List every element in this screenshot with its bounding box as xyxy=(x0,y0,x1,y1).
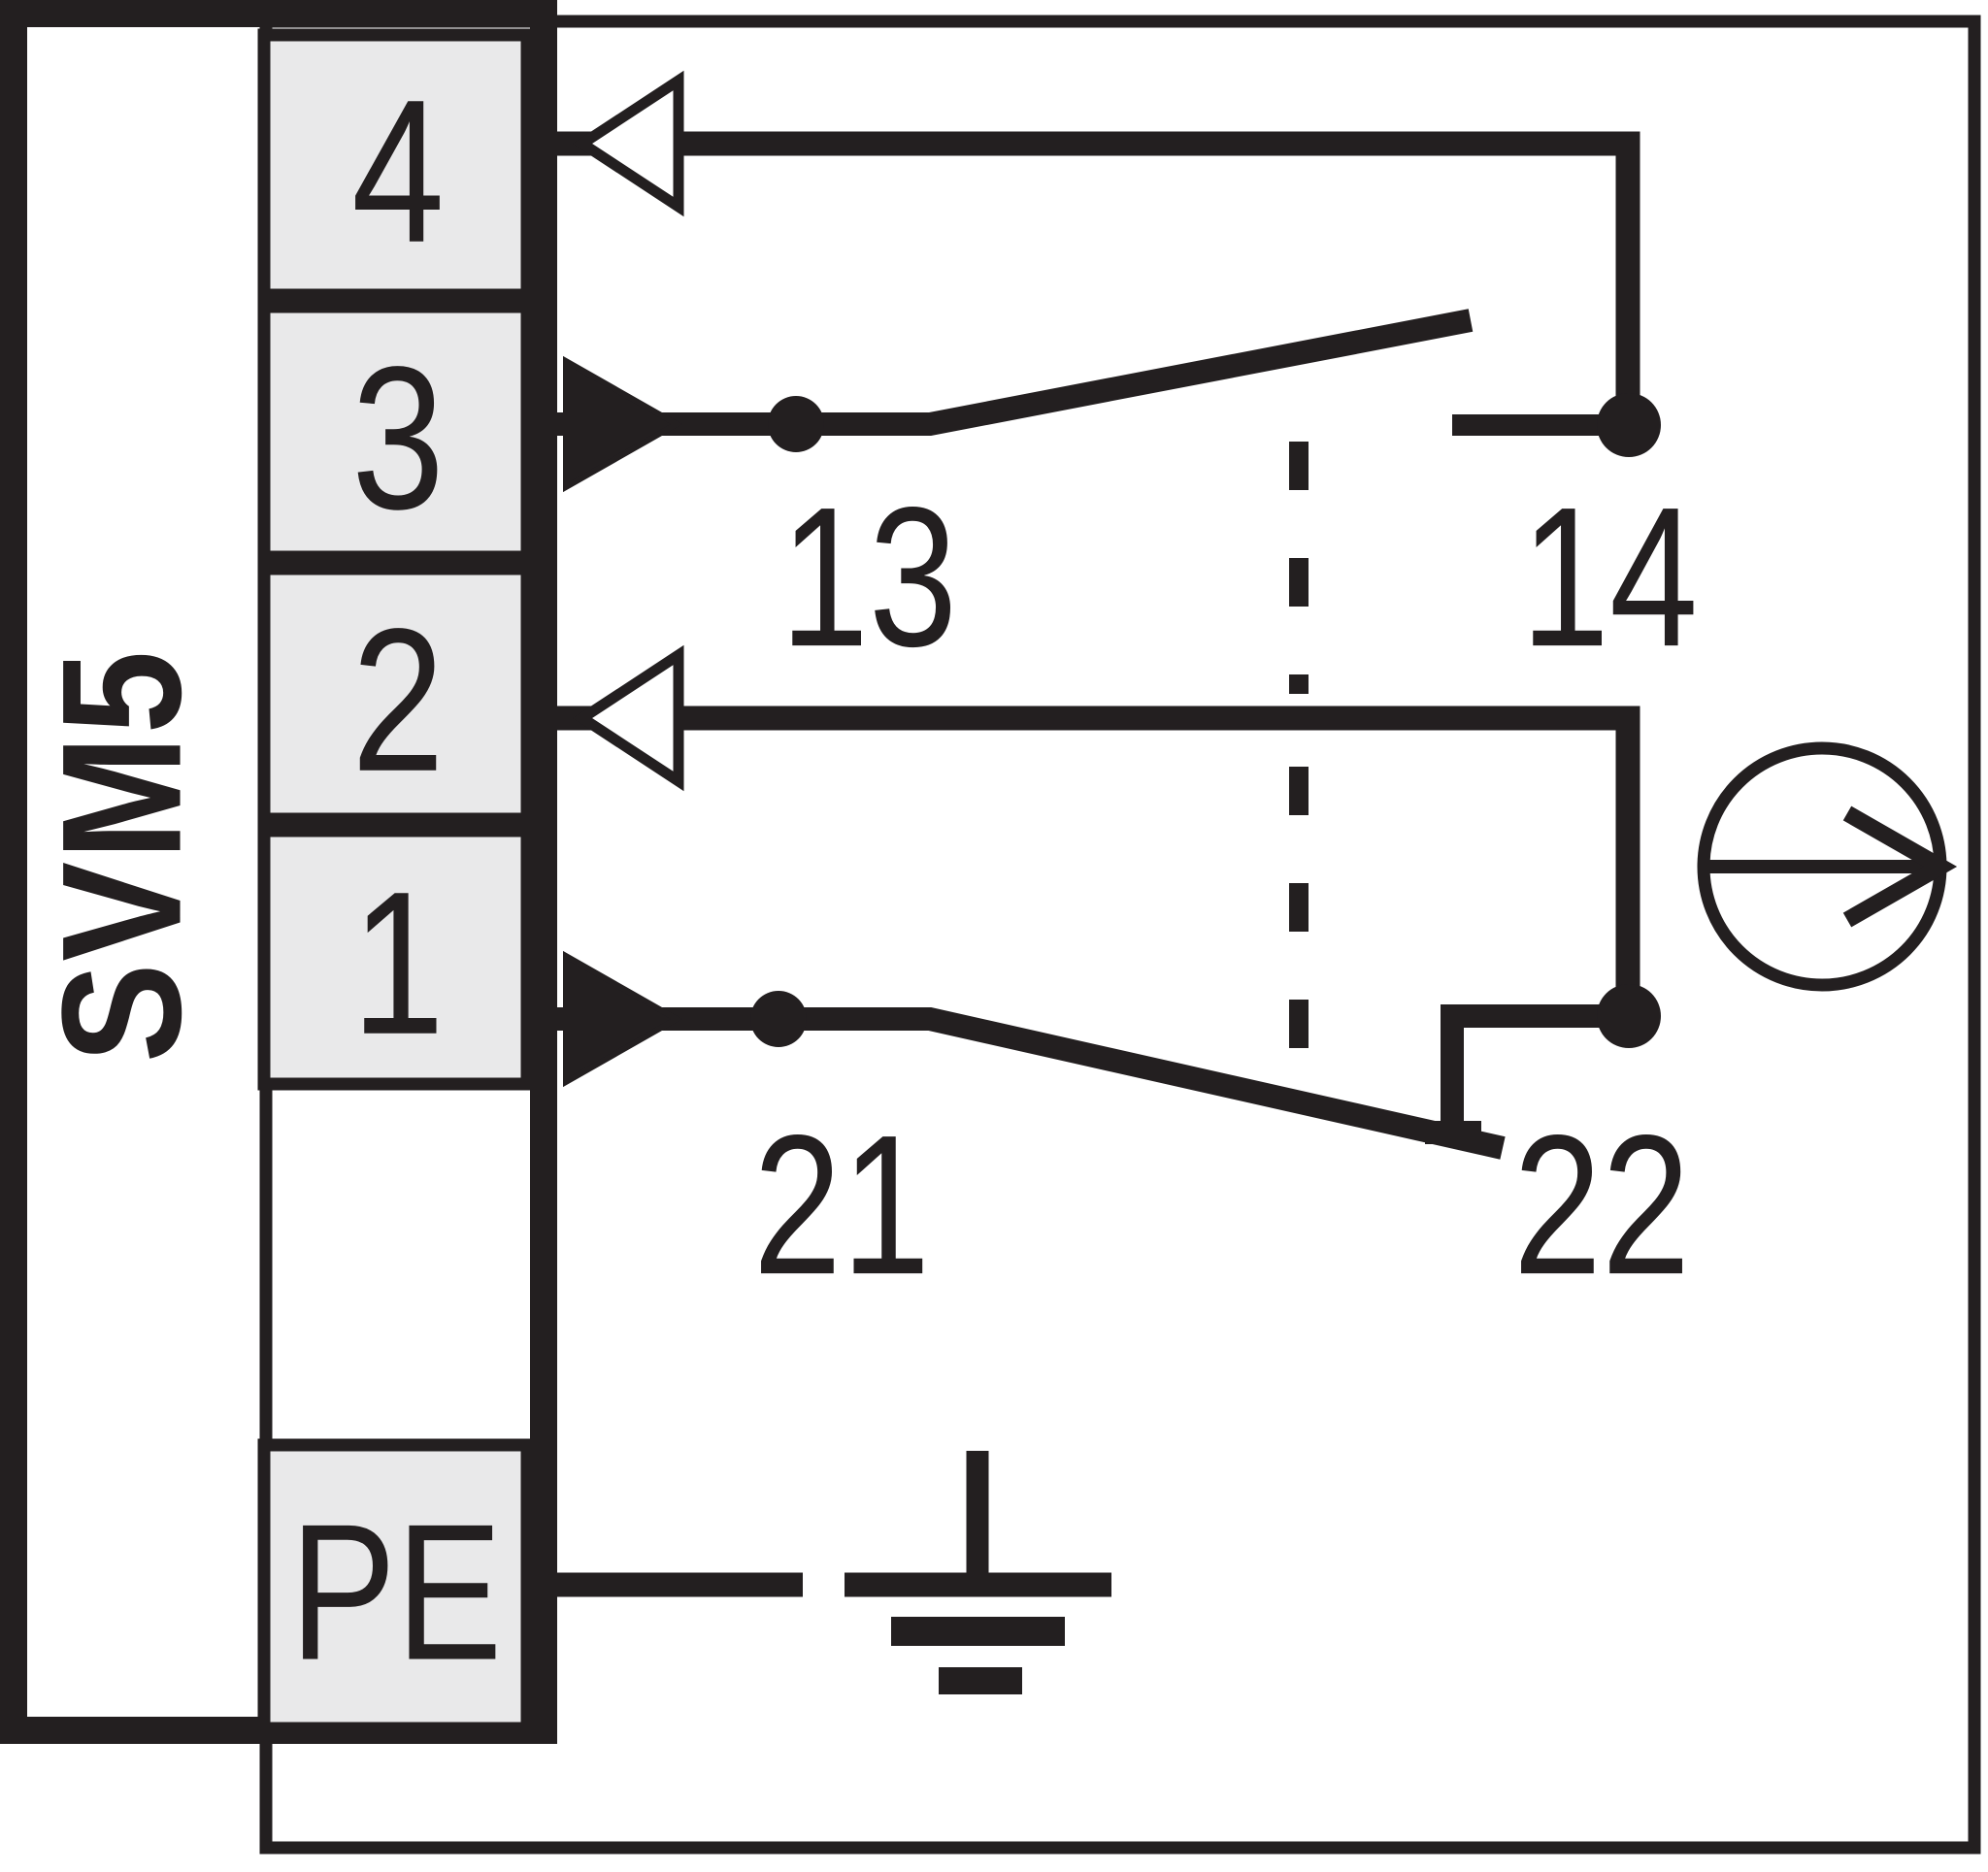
terminal-box-2 xyxy=(257,562,534,826)
filled-triangle-input-arrow-terminal-3 xyxy=(563,355,683,493)
device-label: SVM5 xyxy=(26,649,215,1063)
wire-terminal-3-moving-contact-13 xyxy=(557,309,1474,436)
wire-terminal-1-moving-contact-21 xyxy=(557,1007,1506,1160)
wire-terminal-4 xyxy=(557,131,1640,408)
terminal-label-4: 4 xyxy=(351,56,445,284)
open-triangle-output-arrow-terminal-2 xyxy=(572,644,684,792)
terminal-strip: 4 3 2 1 PE xyxy=(257,28,534,1735)
terminal-box-3 xyxy=(257,300,534,564)
contact-label-14: 14 xyxy=(1521,467,1698,689)
contact-label-13: 13 xyxy=(780,467,957,689)
terminal-label-1: 1 xyxy=(351,848,445,1076)
junction-dot-22 xyxy=(1597,984,1661,1048)
terminal-box-4 xyxy=(257,28,534,302)
terminal-box-1 xyxy=(257,824,534,1091)
actuator-arrow-head xyxy=(1842,805,1958,928)
junction-dot-13 xyxy=(768,396,824,452)
actuation-direction-icon xyxy=(1697,741,1958,992)
terminal-label-pe: PE xyxy=(290,1483,503,1700)
filled-triangle-input-arrow-terminal-1 xyxy=(563,950,683,1088)
junction-dot-14 xyxy=(1597,393,1661,457)
contact-label-22: 22 xyxy=(1513,1095,1690,1317)
fixed-contact-22-seat xyxy=(1441,1004,1629,1128)
contact-label-21: 21 xyxy=(753,1095,930,1317)
earth-ground-icon xyxy=(845,1451,1111,1694)
open-triangle-output-arrow-terminal-4 xyxy=(572,70,684,217)
wire-terminal-2 xyxy=(557,706,1640,1000)
terminal-label-3: 3 xyxy=(351,323,445,551)
terminal-label-2: 2 xyxy=(351,585,445,813)
terminal-box-pe xyxy=(257,1438,534,1735)
junction-dot-21 xyxy=(750,991,807,1047)
